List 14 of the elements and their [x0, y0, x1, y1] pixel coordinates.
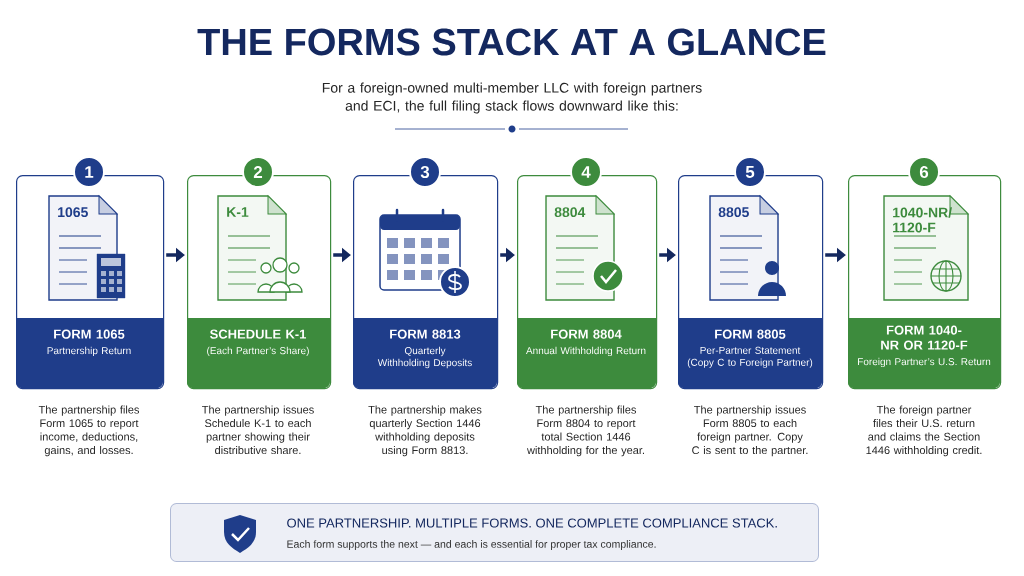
- number-badge: 1: [73, 156, 105, 188]
- summary-box: ONE PARTNERSHIP. MULTIPLE FORMS. ONE COMPLETE COMPLIANCE STACK. Each form supports the next — and each is essential for proper tax compliance.: [170, 503, 819, 562]
- step-description: The partnership files Form 8804 to report total Section 1446 withholding for the year.: [527, 405, 644, 457]
- step-description: The partnership makes quarterly Section 1446 withholding deposits using Form 8813.: [368, 405, 482, 457]
- title: THE FORMS STACK AT A GLANCE: [197, 28, 826, 56]
- subtitle: For a foreign-owned multi-member LLC with foreign partners and ECI, the full filing stack flows downward like this:: [322, 82, 702, 114]
- step-description: The partnership files Form 1065 to report income, deductions, gains, and losses.: [38, 405, 139, 457]
- number-badge: 5: [734, 156, 766, 188]
- number-badge: 6: [908, 156, 940, 188]
- step-description: The partnership issues Schedule K-1 to each partner showing their distributive share.: [202, 405, 314, 455]
- number-badge: 2: [242, 156, 274, 188]
- step-description: The partnership issues Form 8805 to each foreign partner. Copy C is sent to the partner.: [692, 405, 808, 457]
- step-description: The foreign partner files their U.S. return and claims the Section 1446 withholding credit.: [866, 405, 982, 457]
- number-badge: 4: [570, 156, 602, 188]
